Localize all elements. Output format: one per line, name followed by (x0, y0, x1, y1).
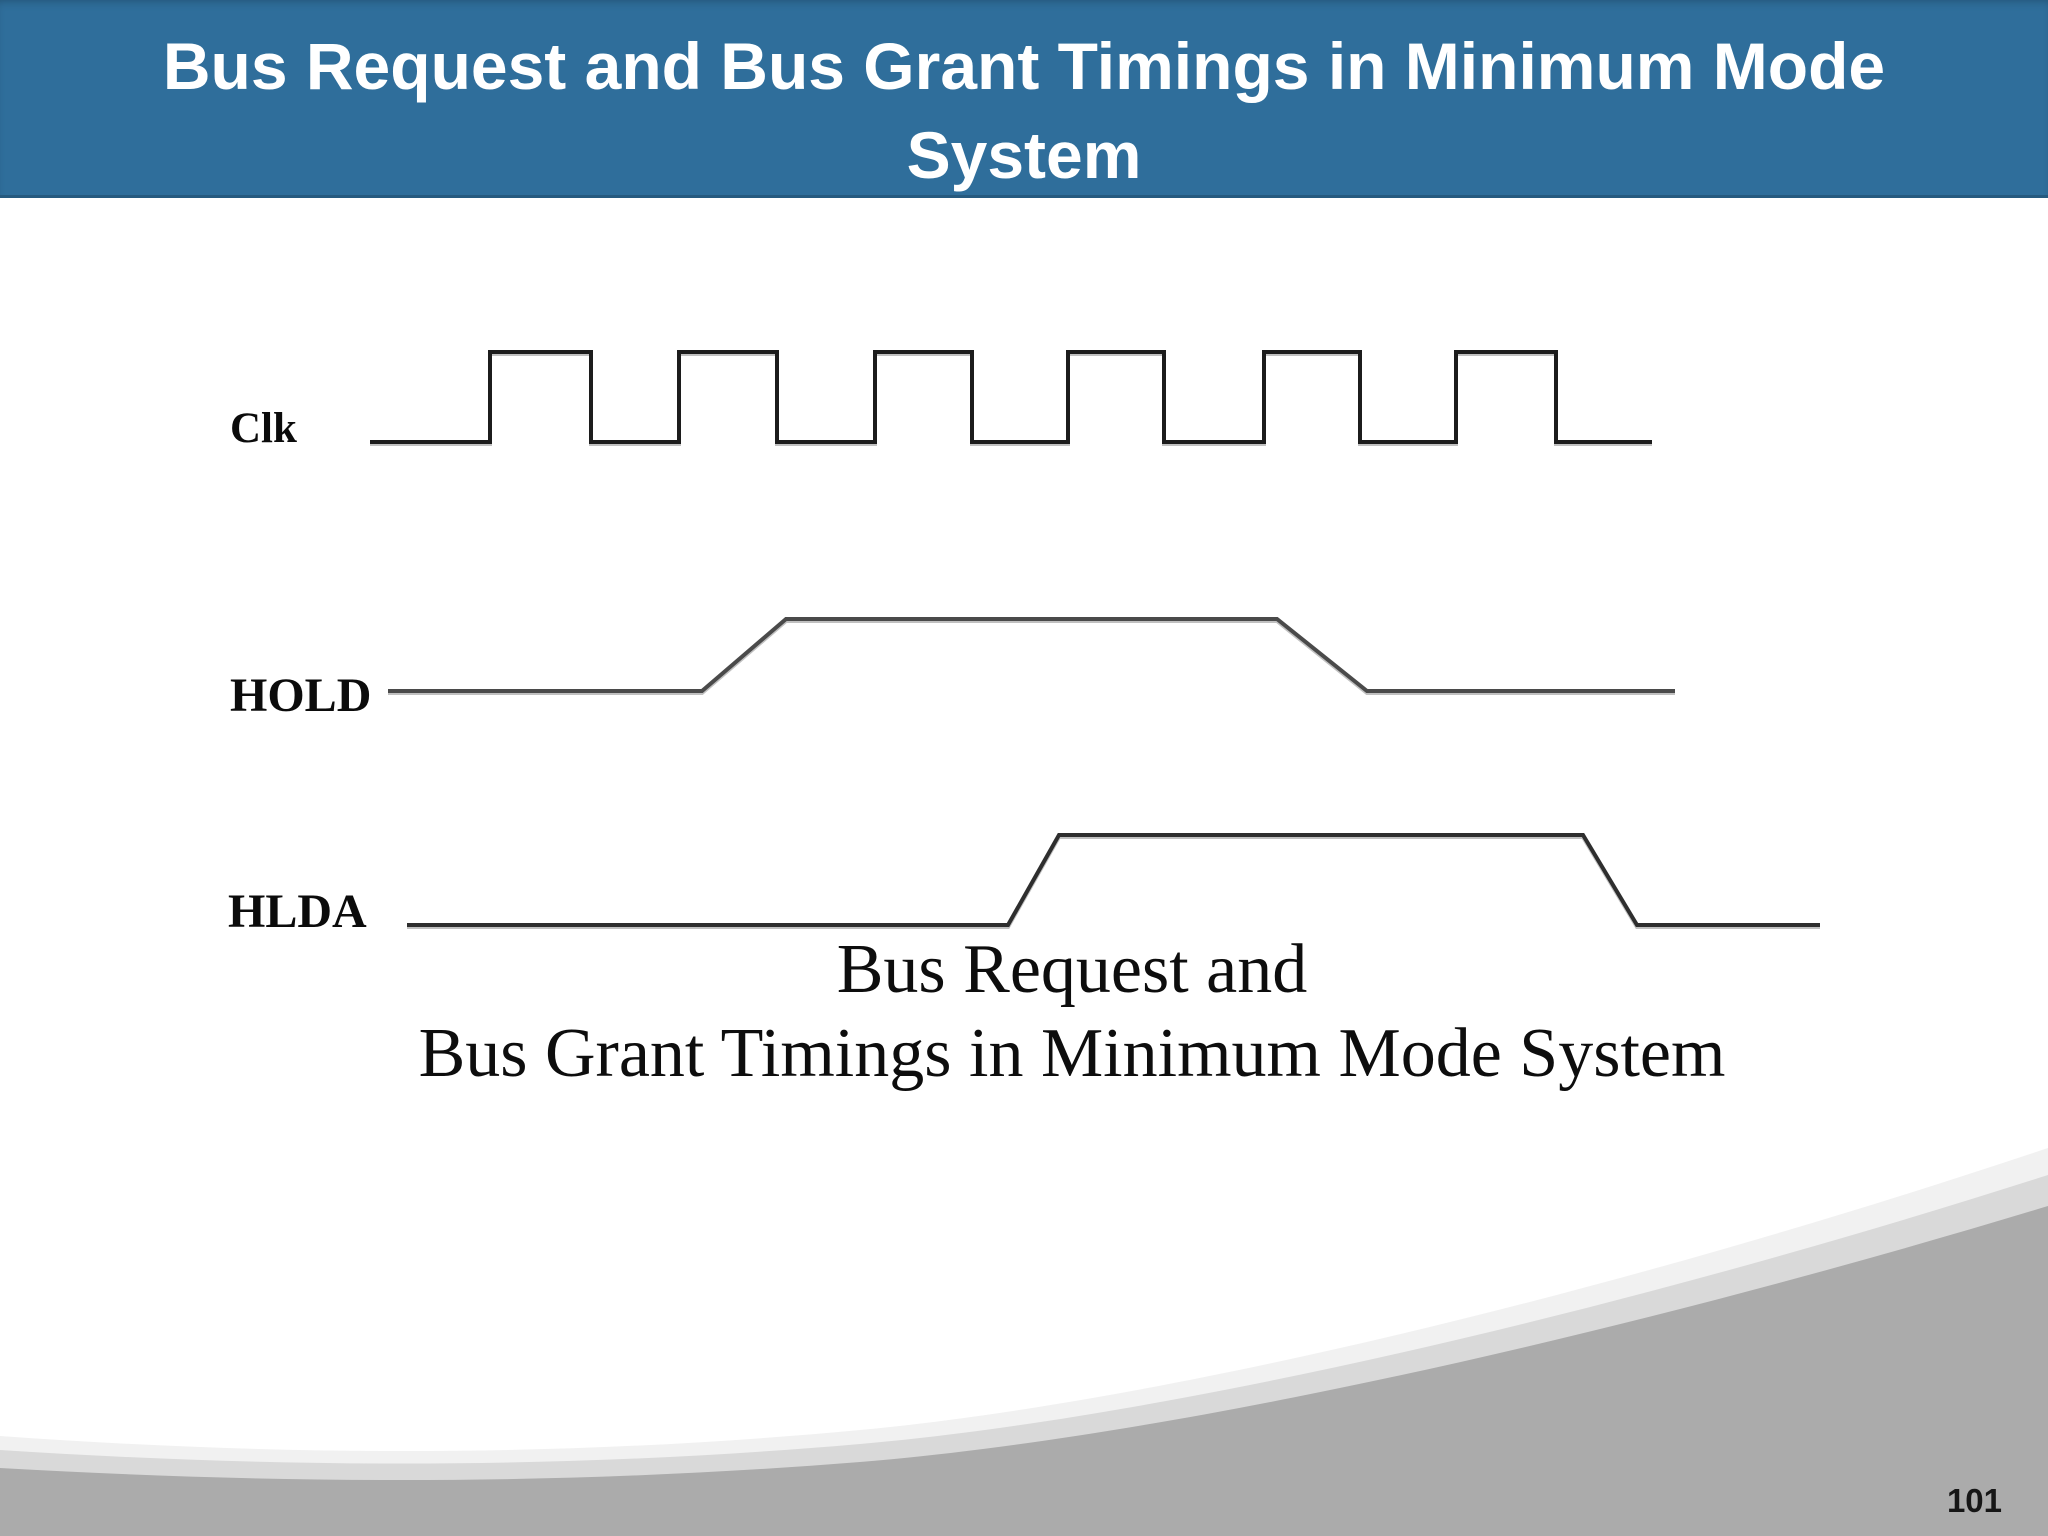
diagram-caption: Bus Request and Bus Grant Timings in Min… (192, 928, 1952, 1096)
slide-title-line1: Bus Request and Bus Grant Timings in Min… (162, 28, 1886, 103)
signal-label-clk: Clk (230, 405, 297, 452)
diagram-caption-line2: Bus Grant Timings in Minimum Mode System (418, 1015, 1726, 1092)
swoosh-main-path (0, 1206, 2048, 1536)
waveform-hold (388, 617, 1675, 693)
title-bar: Bus Request and Bus Grant Timings in Min… (0, 0, 2048, 198)
waveform-hlda (407, 833, 1820, 927)
waveform-clk (370, 350, 1652, 444)
diagram-caption-line1: Bus Request and (836, 931, 1308, 1008)
page-number: 101 (1946, 1482, 2002, 1519)
signal-label-hlda: HLDA (228, 885, 367, 938)
signal-label-hold: HOLD (230, 669, 372, 722)
timing-diagram-waveforms (370, 350, 1820, 927)
slide-title-line2: System (906, 117, 1142, 192)
